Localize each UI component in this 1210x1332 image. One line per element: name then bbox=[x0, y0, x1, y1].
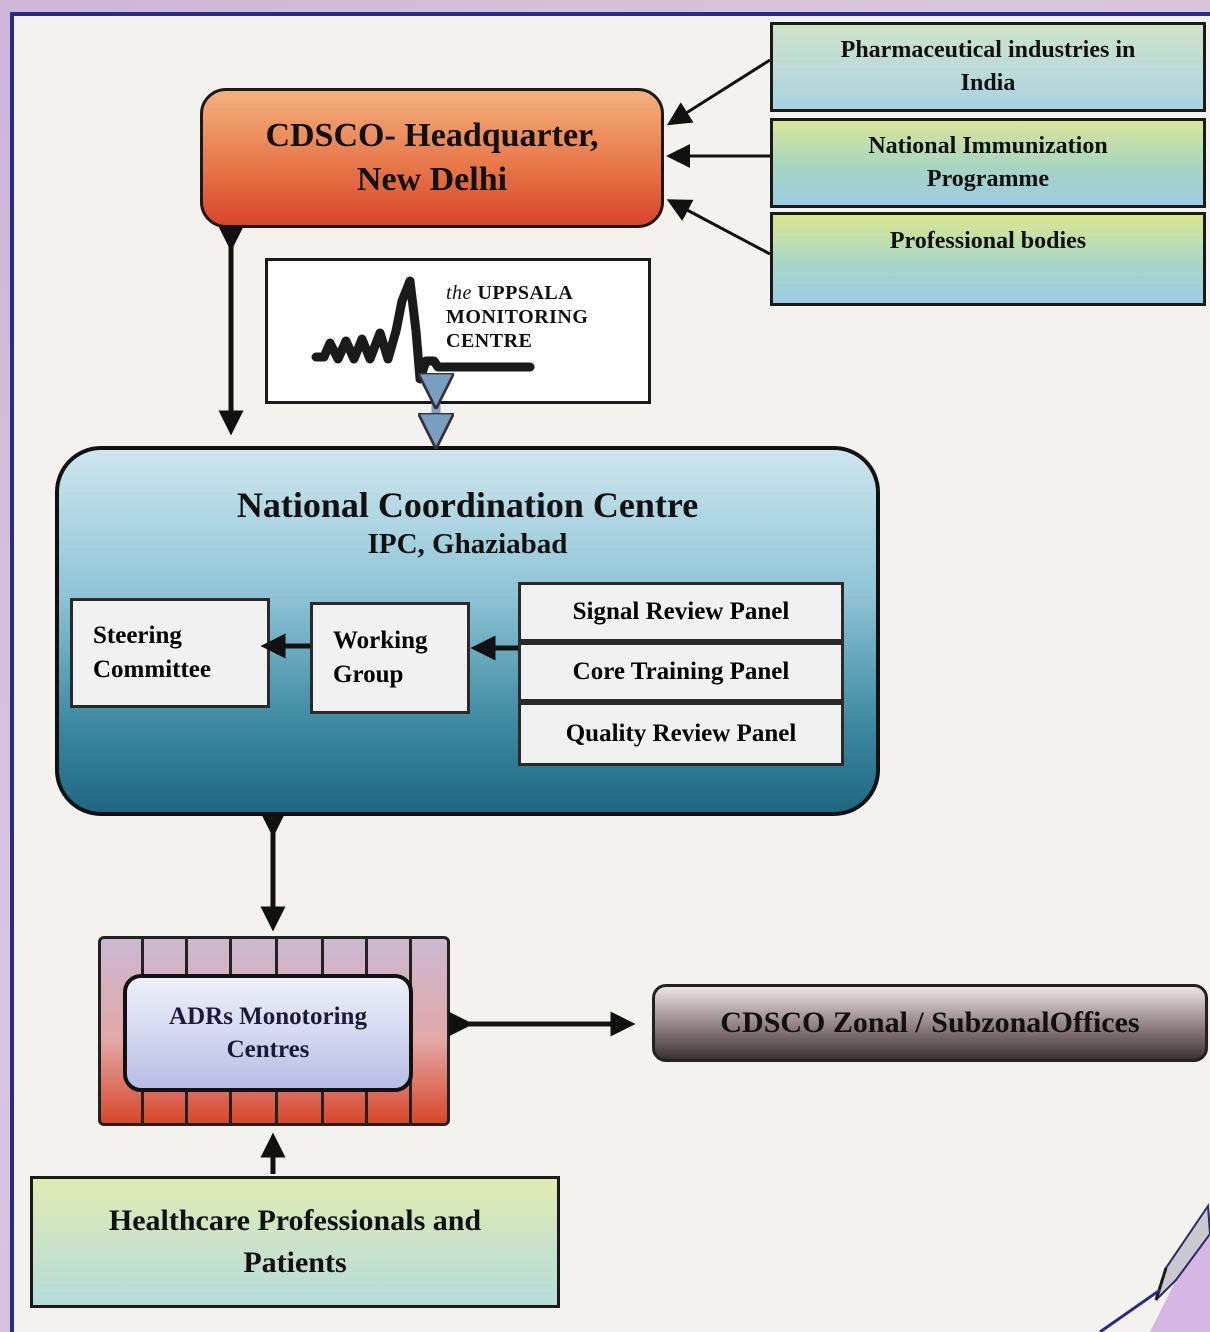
adr-monitoring-centres-box: ADRs Monotoring Centres bbox=[123, 974, 413, 1092]
quality-review-panel-box: Quality Review Panel bbox=[518, 702, 844, 766]
uppsala-line2: MONITORING bbox=[446, 306, 589, 328]
uppsala-line3: CENTRE bbox=[446, 330, 533, 352]
working-line1: Working bbox=[333, 627, 428, 654]
steering-committee-box: Steering Committee bbox=[70, 598, 270, 708]
immunization-line1: National Immunization bbox=[868, 133, 1108, 159]
working-line2: Group bbox=[333, 661, 404, 688]
zonal-label: CDSCO Zonal / SubzonalOffices bbox=[720, 1006, 1140, 1039]
ncc-subtitle: IPC, Ghaziabad bbox=[367, 528, 568, 560]
cdsco-zonal-offices-box: CDSCO Zonal / SubzonalOffices bbox=[652, 984, 1208, 1062]
core-training-panel-label: Core Training Panel bbox=[572, 658, 790, 685]
pharma-industries-box: Pharmaceutical industries in India bbox=[770, 22, 1206, 112]
adr-line1: ADRs Monotoring bbox=[169, 1003, 367, 1030]
arrow-professional-to-hq bbox=[666, 199, 771, 256]
hq-line1: CDSCO- Headquarter, bbox=[265, 117, 599, 154]
pharma-line2: India bbox=[960, 70, 1016, 96]
immunization-programme-box: National Immunization Programme bbox=[770, 118, 1206, 208]
steering-line1: Steering bbox=[93, 622, 182, 649]
ncc-title: National Coordination Centre bbox=[236, 485, 699, 525]
healthcare-professionals-box: Healthcare Professionals and Patients bbox=[30, 1176, 560, 1308]
cdsco-headquarter-box: CDSCO- Headquarter, New Delhi bbox=[200, 88, 664, 228]
signal-review-panel-label: Signal Review Panel bbox=[572, 598, 790, 625]
hcp-line2: Patients bbox=[243, 1246, 347, 1279]
arrow-pharma-to-hq bbox=[666, 58, 771, 126]
signal-review-panel-box: Signal Review Panel bbox=[518, 582, 844, 642]
adr-line2: Centres bbox=[226, 1036, 310, 1063]
uppsala-waveform-logo bbox=[311, 276, 535, 384]
professional-bodies-box: Professional bodies bbox=[770, 212, 1206, 306]
pen-icon bbox=[1099, 1203, 1210, 1332]
uppsala-the: the bbox=[446, 282, 472, 304]
professional-bodies-label: Professional bodies bbox=[889, 228, 1087, 254]
steering-line2: Committee bbox=[93, 656, 211, 683]
quality-review-panel-label: Quality Review Panel bbox=[565, 720, 797, 747]
immunization-line2: Programme bbox=[926, 166, 1050, 192]
working-group-box: Working Group bbox=[310, 602, 470, 714]
hcp-line1: Healthcare Professionals and bbox=[108, 1204, 482, 1237]
hq-line2: New Delhi bbox=[356, 161, 508, 198]
uppsala-line1: UPPSALA bbox=[477, 282, 574, 304]
uppsala-logo-text: the UPPSALA MONITORING CENTRE bbox=[446, 281, 588, 353]
core-training-panel-box: Core Training Panel bbox=[518, 642, 844, 702]
uppsala-logo-box: the UPPSALA MONITORING CENTRE bbox=[265, 258, 651, 404]
pharma-line1: Pharmaceutical industries in bbox=[840, 37, 1136, 63]
